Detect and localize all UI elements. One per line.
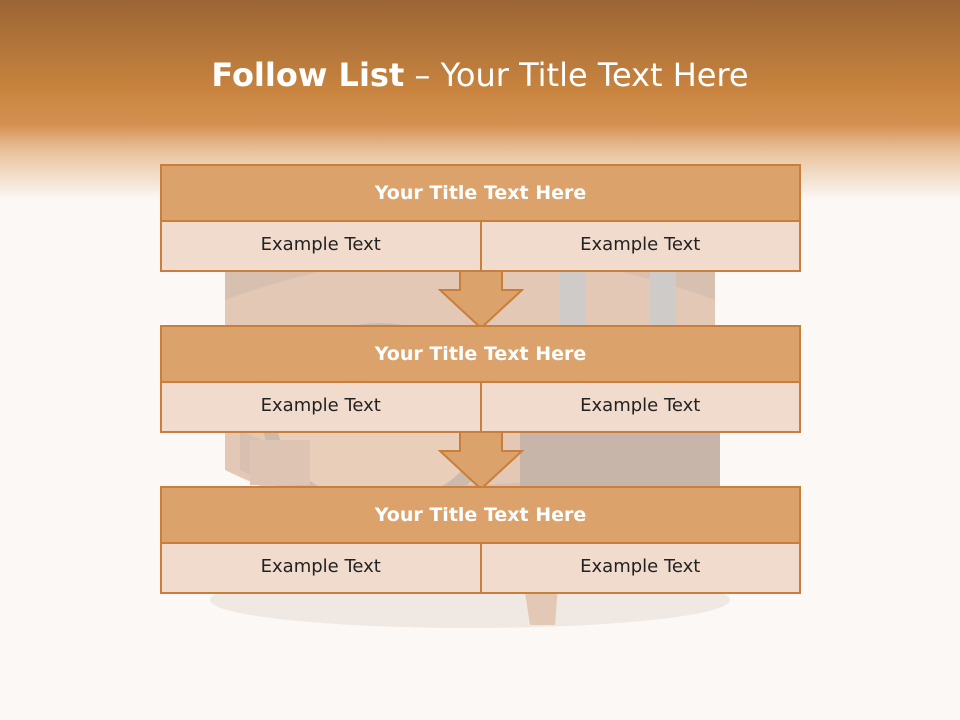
down-arrow-icon [438,431,524,491]
block-cell[interactable]: Example Text [160,383,482,433]
block-row: Example Text Example Text [160,544,801,594]
follow-list-block: Your Title Text Here Example Text Exampl… [160,325,801,433]
slide-title: Follow List – Your Title Text Here [0,52,960,98]
block-cell[interactable]: Example Text [481,383,801,433]
follow-list-block: Your Title Text Here Example Text Exampl… [160,164,801,272]
block-title[interactable]: Your Title Text Here [160,164,801,222]
slide-title-rest: – Your Title Text Here [404,56,749,94]
block-title[interactable]: Your Title Text Here [160,325,801,383]
slide-title-bold: Follow List [211,56,405,94]
block-cell[interactable]: Example Text [160,222,482,272]
block-title[interactable]: Your Title Text Here [160,486,801,544]
follow-list-block: Your Title Text Here Example Text Exampl… [160,486,801,594]
block-row: Example Text Example Text [160,222,801,272]
block-cell[interactable]: Example Text [481,222,801,272]
block-cell[interactable]: Example Text [160,544,482,594]
block-row: Example Text Example Text [160,383,801,433]
down-arrow-icon [438,270,524,330]
block-cell[interactable]: Example Text [481,544,801,594]
